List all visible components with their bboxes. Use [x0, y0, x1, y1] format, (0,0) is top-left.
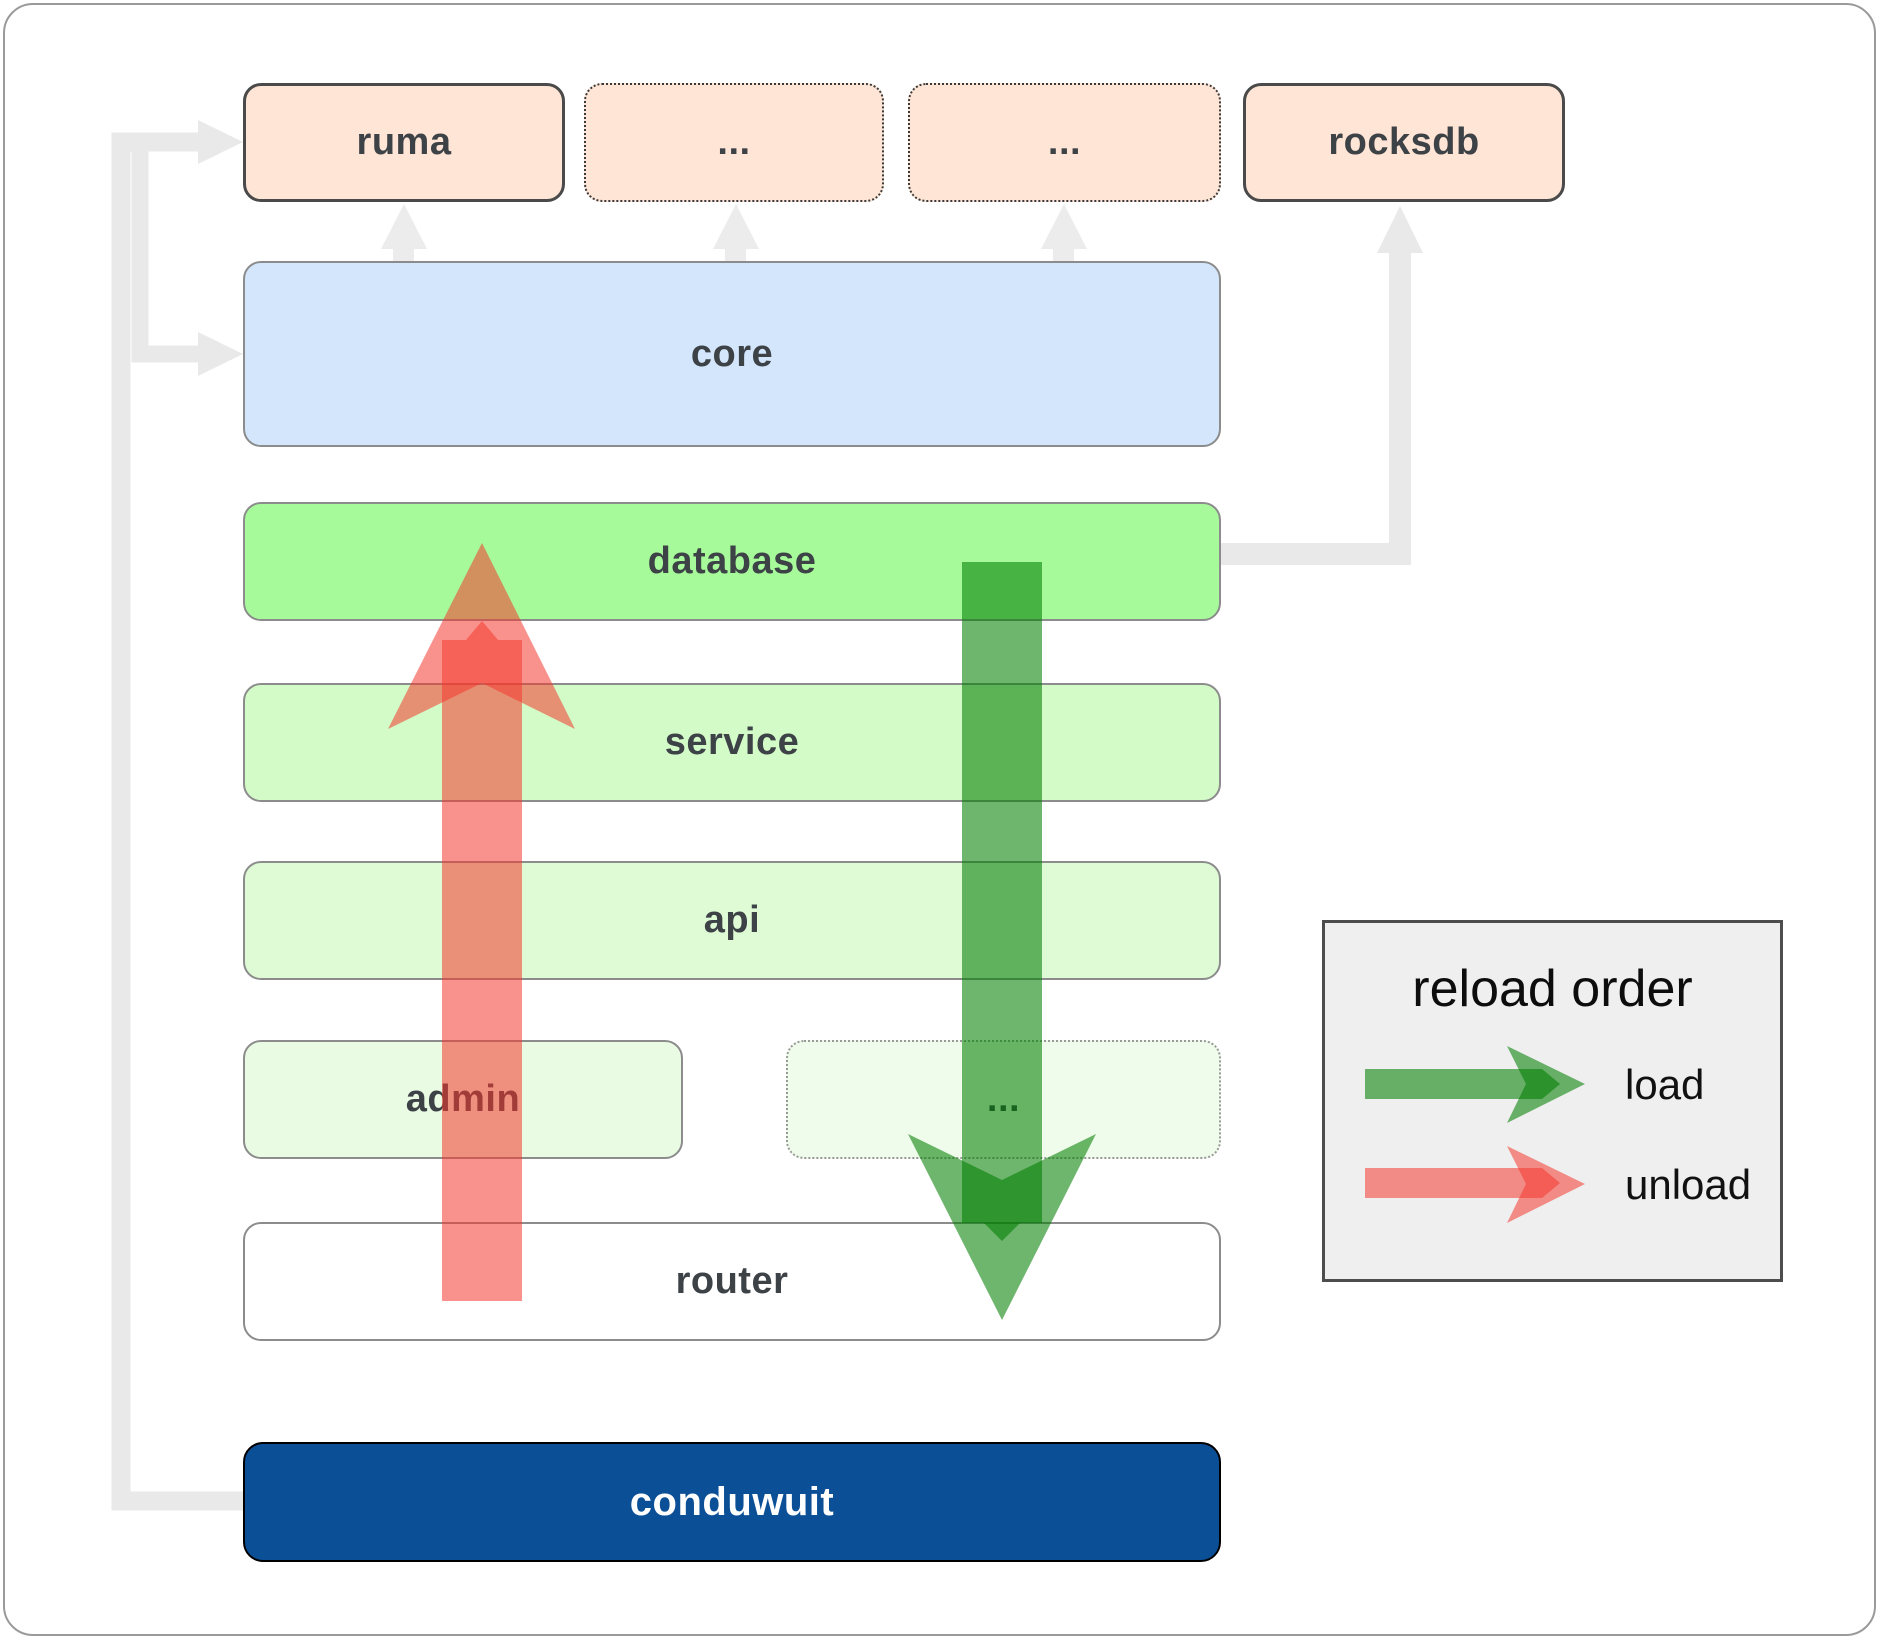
connector-conduwuit-to-ruma: [111, 132, 243, 1511]
legend-load-label: load: [1625, 1061, 1705, 1108]
node-api: api: [243, 861, 1221, 980]
node-ruma: ruma: [243, 83, 565, 202]
node-service-label: service: [664, 721, 800, 763]
load-arrow: [908, 562, 1096, 1320]
arrowhead-to-ruma: [198, 120, 243, 164]
node-router-label: router: [675, 1260, 789, 1302]
node-rocksdb: rocksdb: [1243, 83, 1565, 202]
connector-database-to-rocksdb: [1221, 250, 1411, 565]
node-ellipsis-top-1: ...: [584, 83, 884, 202]
legend-load-arrow-icon: [1365, 1046, 1585, 1123]
load-arrow-head: [908, 1134, 1096, 1320]
node-ellipsis-top-2: ...: [908, 83, 1221, 202]
node-ruma-label: ruma: [356, 121, 452, 163]
unload-arrow-head: [388, 543, 575, 729]
node-conduwuit: conduwuit: [243, 1442, 1221, 1562]
legend-arrows: [1365, 1046, 1585, 1223]
legend-unload-arrow-icon: [1365, 1146, 1585, 1223]
node-rocksdb-label: rocksdb: [1328, 121, 1480, 163]
node-conduwuit-label: conduwuit: [629, 1479, 835, 1524]
legend-unload-label: unload: [1625, 1161, 1752, 1208]
unload-arrow-shaft: [442, 621, 522, 1301]
node-api-label: api: [703, 899, 761, 941]
node-ellipsis-top-2-label: ...: [1047, 121, 1082, 163]
node-database: database: [243, 502, 1221, 621]
node-router: router: [243, 1222, 1221, 1341]
node-database-label: database: [647, 540, 817, 582]
arrowhead-to-core: [198, 332, 243, 376]
arrowhead-to-rocksdb: [1377, 206, 1423, 253]
node-core: core: [243, 261, 1221, 447]
node-core-label: core: [690, 332, 774, 375]
legend-title: reload order: [1412, 960, 1693, 1018]
connector-conduwuit-to-core: [131, 135, 198, 363]
legend: reload order load unload: [1322, 920, 1783, 1282]
core-to-top-arrows: [381, 204, 1087, 262]
node-ellipsis-top-1-label: ...: [717, 121, 751, 163]
load-arrow-shaft: [962, 562, 1042, 1241]
unload-arrow: [388, 543, 575, 1301]
